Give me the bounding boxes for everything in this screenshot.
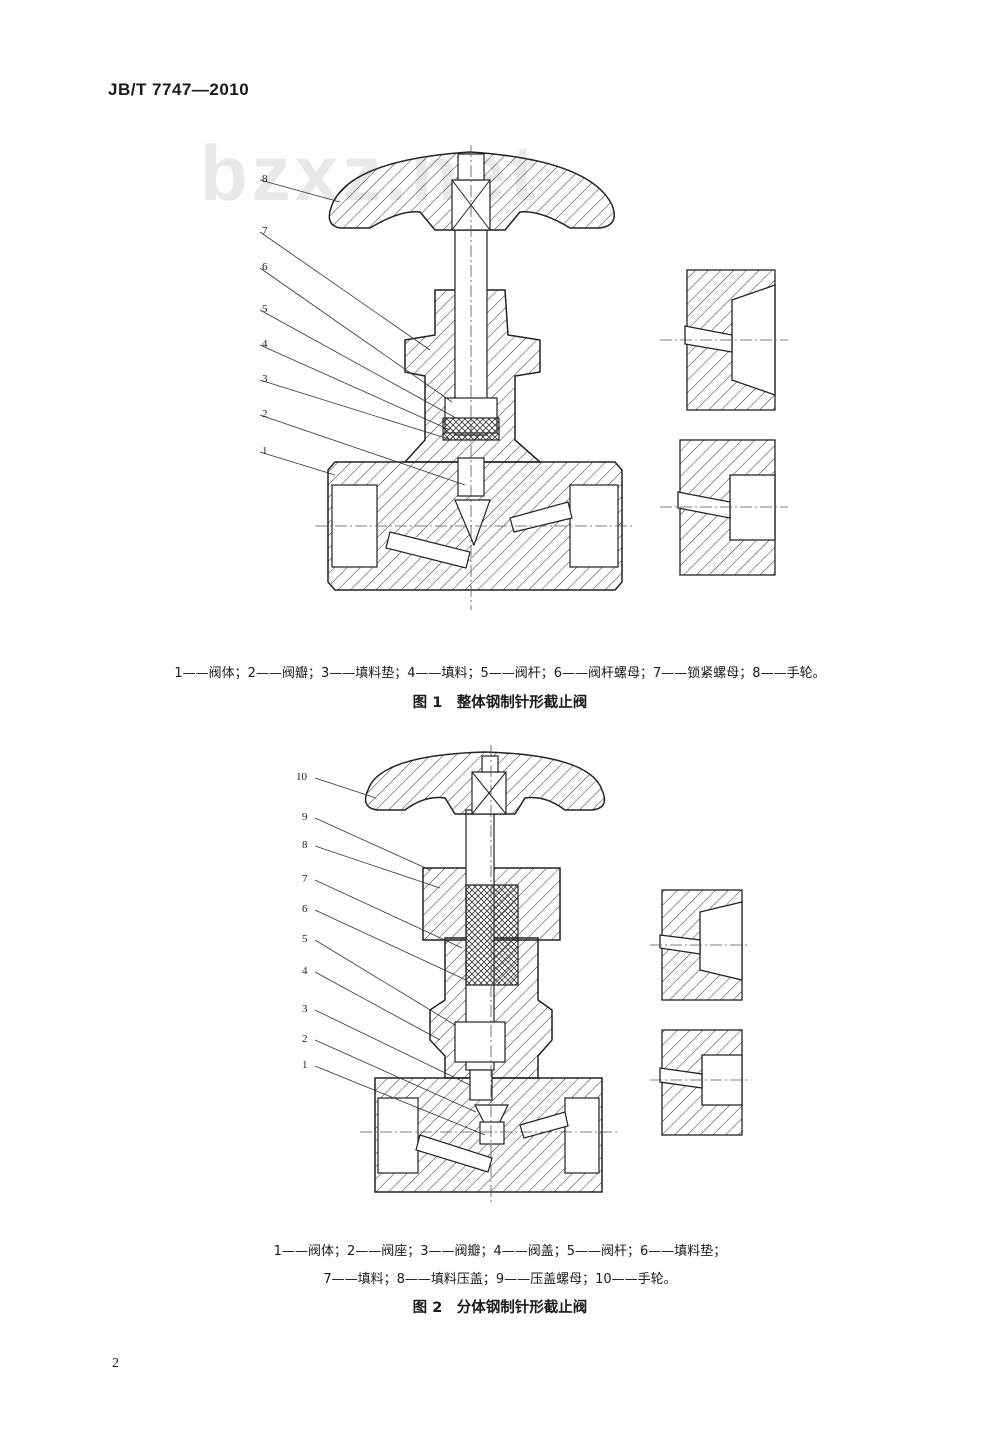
detail-view-upper xyxy=(660,269,788,411)
figure-2-callouts: 10 9 8 7 6 5 4 3 2 1 xyxy=(296,771,308,1071)
callout-label: 7 xyxy=(262,225,268,237)
figure-1-callouts: 8 7 6 5 4 3 2 1 xyxy=(262,173,268,457)
callout-label: 4 xyxy=(262,338,268,350)
detail-view-lower xyxy=(650,1029,750,1136)
callout-label: 2 xyxy=(262,408,268,420)
figure-2-caption: 图 2 分体钢制针形截止阀 xyxy=(412,1300,588,1316)
detail-view-upper xyxy=(650,889,750,1001)
callout-label: 2 xyxy=(302,1033,308,1045)
callout-label: 9 xyxy=(302,811,308,823)
callout-label: 3 xyxy=(302,1003,308,1015)
callout-label: 8 xyxy=(262,173,268,185)
packing xyxy=(465,884,519,986)
figure-1-legend: 1——阀体；2——阀瓣；3——填料垫；4——填料；5——阀杆；6——阀杆螺母；7… xyxy=(174,666,826,681)
callout-label: 4 xyxy=(302,965,308,977)
callout-label: 3 xyxy=(262,373,268,385)
callout-label: 6 xyxy=(302,903,308,915)
figure-1-caption: 图 1 整体钢制针形截止阀 xyxy=(412,695,588,711)
callout-label: 6 xyxy=(262,261,268,273)
figure-2-legend-line-2: 7——填料；8——填料压盖；9——压盖螺母；10——手轮。 xyxy=(323,1272,677,1287)
callout-label: 8 xyxy=(302,839,308,851)
callout-label: 10 xyxy=(296,771,308,783)
standard-code: JB/T 7747—2010 xyxy=(108,80,250,99)
detail-view-lower xyxy=(660,439,788,576)
callout-label: 7 xyxy=(302,873,308,885)
page-number: 2 xyxy=(112,1356,119,1371)
callout-label: 1 xyxy=(262,445,268,457)
callout-label: 5 xyxy=(302,933,308,945)
figure-2-drawing: 10 9 8 7 6 5 4 3 2 1 xyxy=(296,745,750,1205)
figure-2-legend-line-1: 1——阀体；2——阀座；3——阀瓣；4——阀盖；5——阀杆；6——填料垫； xyxy=(273,1244,727,1259)
callout-label: 5 xyxy=(262,303,268,315)
callout-label: 1 xyxy=(302,1059,308,1071)
figure-1-drawing: 8 7 6 5 4 3 2 1 xyxy=(259,145,788,610)
